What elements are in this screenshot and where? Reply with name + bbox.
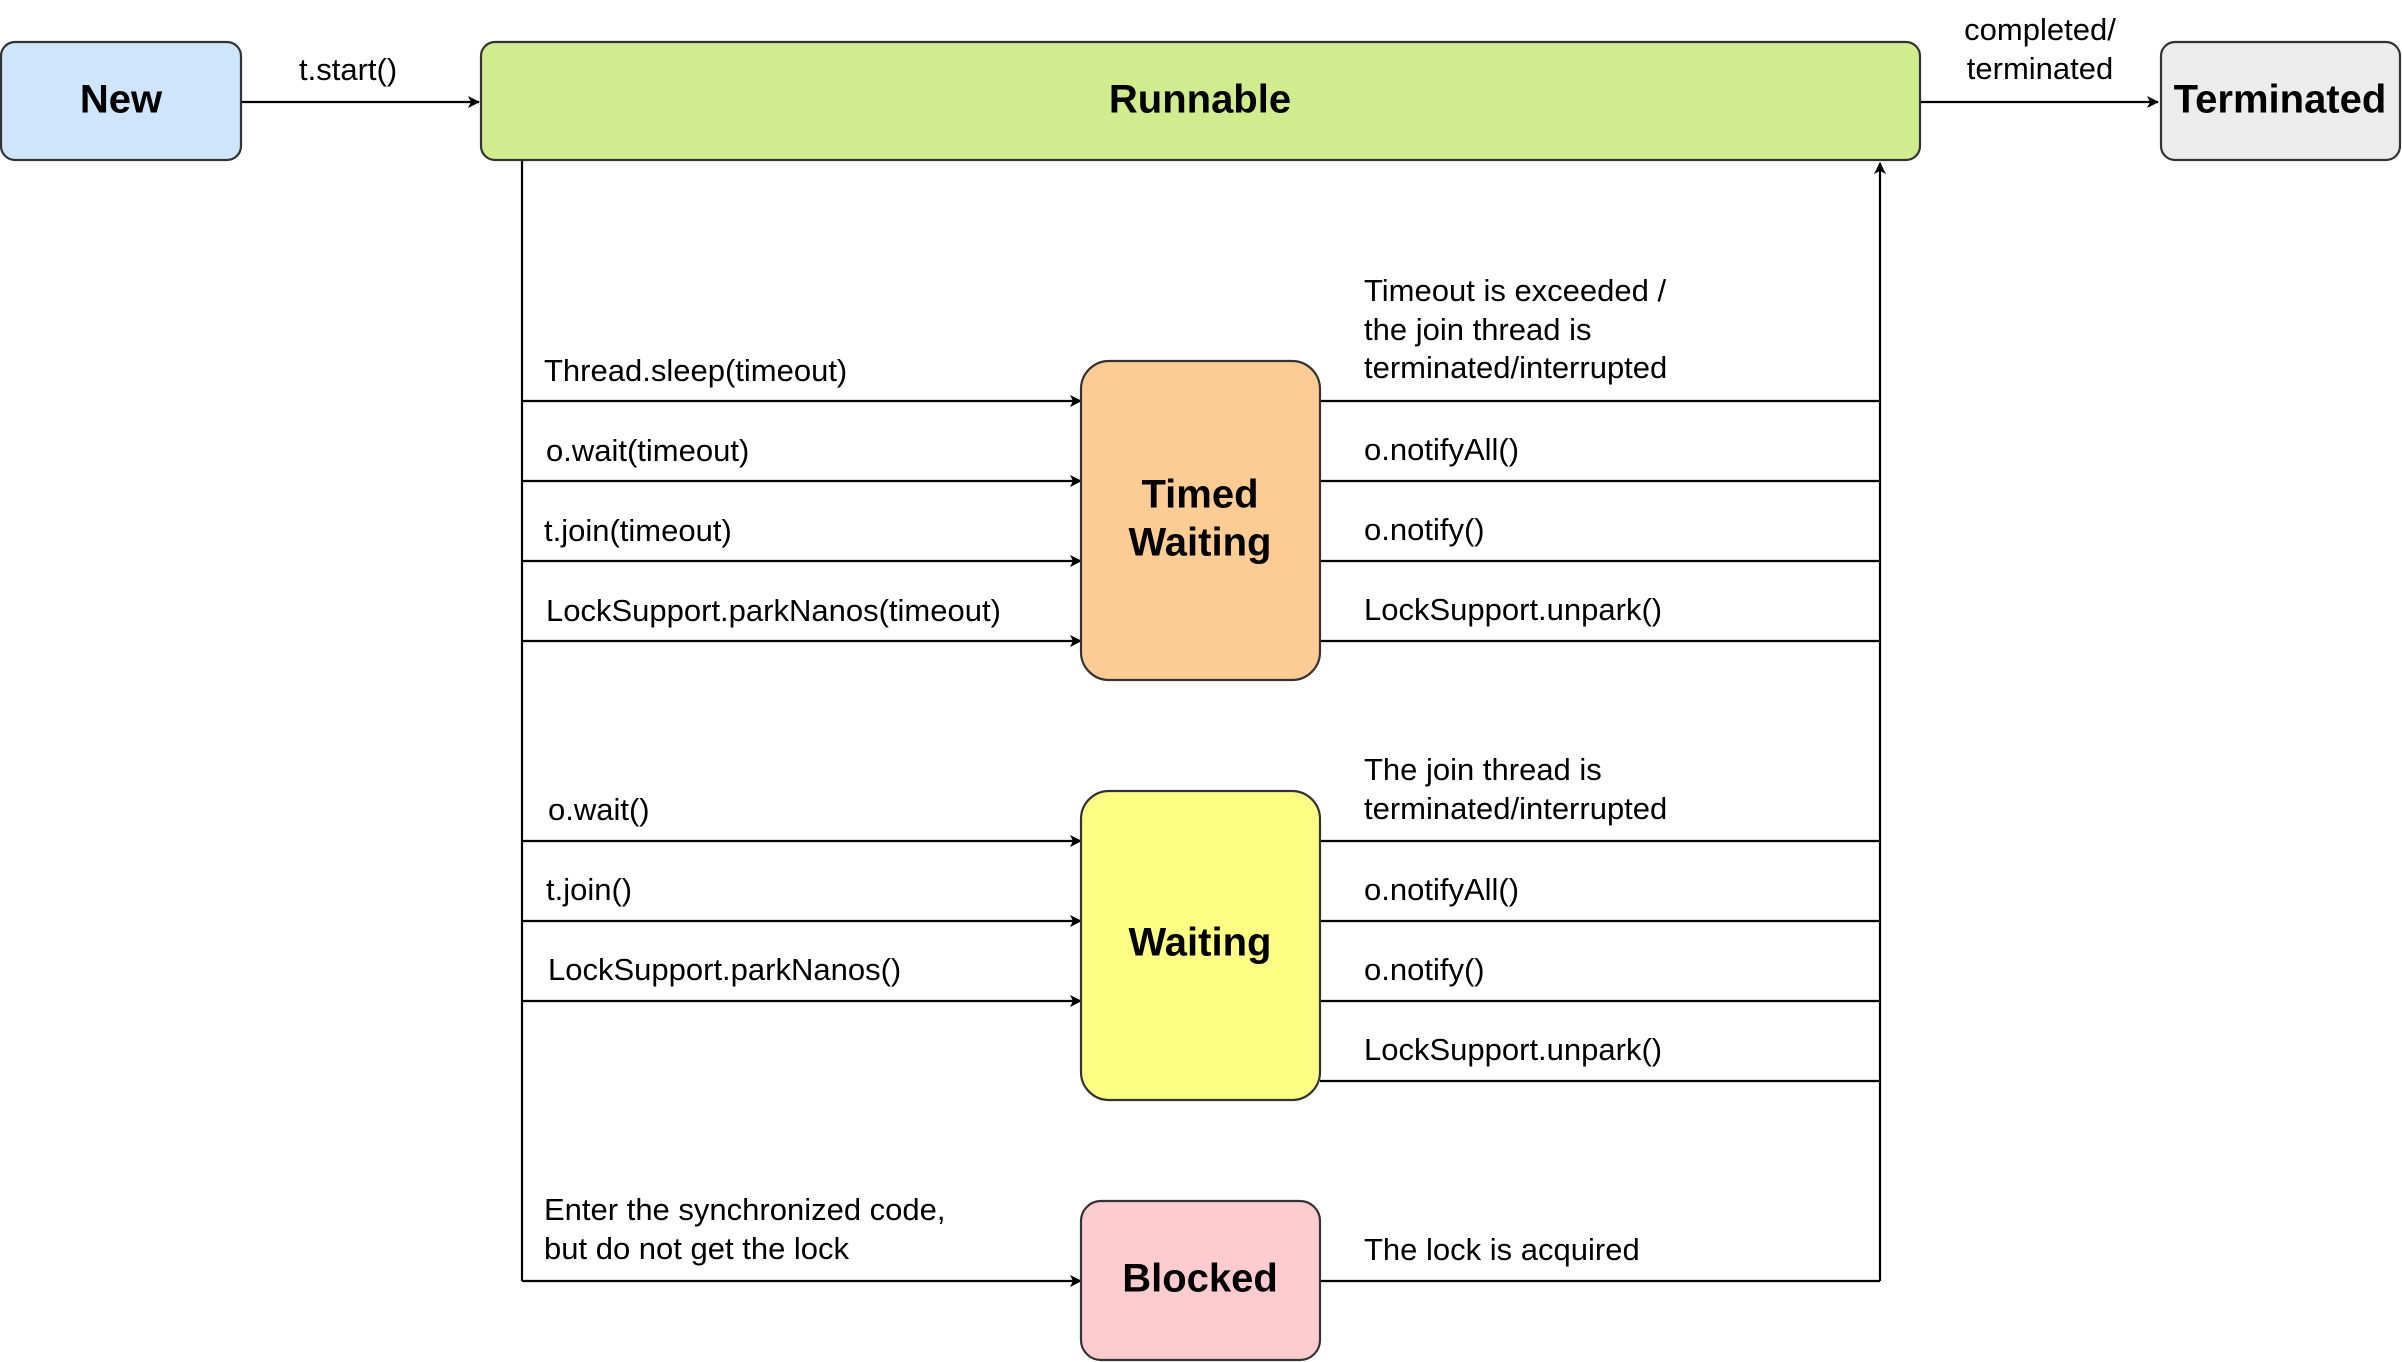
state-timed-waiting-label-line-2: Waiting bbox=[1129, 521, 1272, 565]
state-terminated: Terminated bbox=[2159, 40, 2402, 162]
state-timed-waiting: Timed Waiting bbox=[1079, 359, 1322, 682]
label-join-thread-line-2: terminated/interrupted bbox=[1364, 791, 1667, 826]
label-tw-unpark: LockSupport.unpark() bbox=[1364, 592, 1662, 627]
state-timed-waiting-label-line-1: Timed bbox=[1141, 473, 1258, 517]
label-join: t.join() bbox=[546, 872, 632, 907]
label-parknanos: LockSupport.parkNanos() bbox=[548, 952, 901, 987]
state-waiting: Waiting bbox=[1079, 789, 1322, 1102]
label-timeout-line-1: Timeout is exceeded / bbox=[1364, 273, 1667, 308]
label-wait: o.wait() bbox=[548, 792, 650, 827]
state-blocked-box bbox=[1079, 1199, 1322, 1362]
state-timed-waiting-box bbox=[1079, 359, 1322, 682]
state-new: New bbox=[0, 40, 243, 162]
label-w-notifyall: o.notifyAll() bbox=[1364, 872, 1519, 907]
label-timeout-line-3: terminated/interrupted bbox=[1364, 350, 1667, 385]
label-timeout-line-2: the join thread is bbox=[1364, 312, 1591, 347]
label-tw-notify: o.notify() bbox=[1364, 512, 1485, 547]
label-tw-notifyall: o.notifyAll() bbox=[1364, 432, 1519, 467]
label-sync-line-1: Enter the synchronized code, bbox=[544, 1192, 946, 1227]
state-new-box bbox=[0, 40, 243, 162]
state-runnable-label: Runnable bbox=[1109, 78, 1291, 122]
label-complete-line-1: completed/ bbox=[1964, 12, 2116, 47]
state-blocked: Blocked bbox=[1079, 1199, 1322, 1362]
label-start: t.start() bbox=[299, 52, 397, 87]
label-lock-acquired: The lock is acquired bbox=[1364, 1232, 1640, 1267]
state-waiting-box bbox=[1079, 789, 1322, 1102]
label-thread-sleep: Thread.sleep(timeout) bbox=[544, 353, 847, 388]
state-terminated-label: Terminated bbox=[2174, 78, 2387, 122]
label-wait-timeout: o.wait(timeout) bbox=[546, 433, 749, 468]
state-blocked-label: Blocked bbox=[1122, 1257, 1278, 1301]
label-w-unpark: LockSupport.unpark() bbox=[1364, 1032, 1662, 1067]
label-w-notify: o.notify() bbox=[1364, 952, 1485, 987]
label-parknanos-timeout: LockSupport.parkNanos(timeout) bbox=[546, 593, 1001, 628]
label-join-timeout: t.join(timeout) bbox=[544, 513, 732, 548]
state-new-label: New bbox=[80, 78, 163, 122]
label-join-thread-line-1: The join thread is bbox=[1364, 752, 1602, 787]
state-runnable-box bbox=[479, 40, 1922, 162]
edge-labels: t.start() completed/ terminated Thread.s… bbox=[299, 12, 2116, 1267]
edges bbox=[241, 96, 2159, 1287]
state-runnable: Runnable bbox=[479, 40, 1922, 162]
label-sync-line-2: but do not get the lock bbox=[544, 1231, 850, 1266]
state-waiting-label: Waiting bbox=[1129, 921, 1272, 965]
state-terminated-box bbox=[2159, 40, 2402, 162]
label-complete-line-2: terminated bbox=[1967, 51, 2113, 86]
